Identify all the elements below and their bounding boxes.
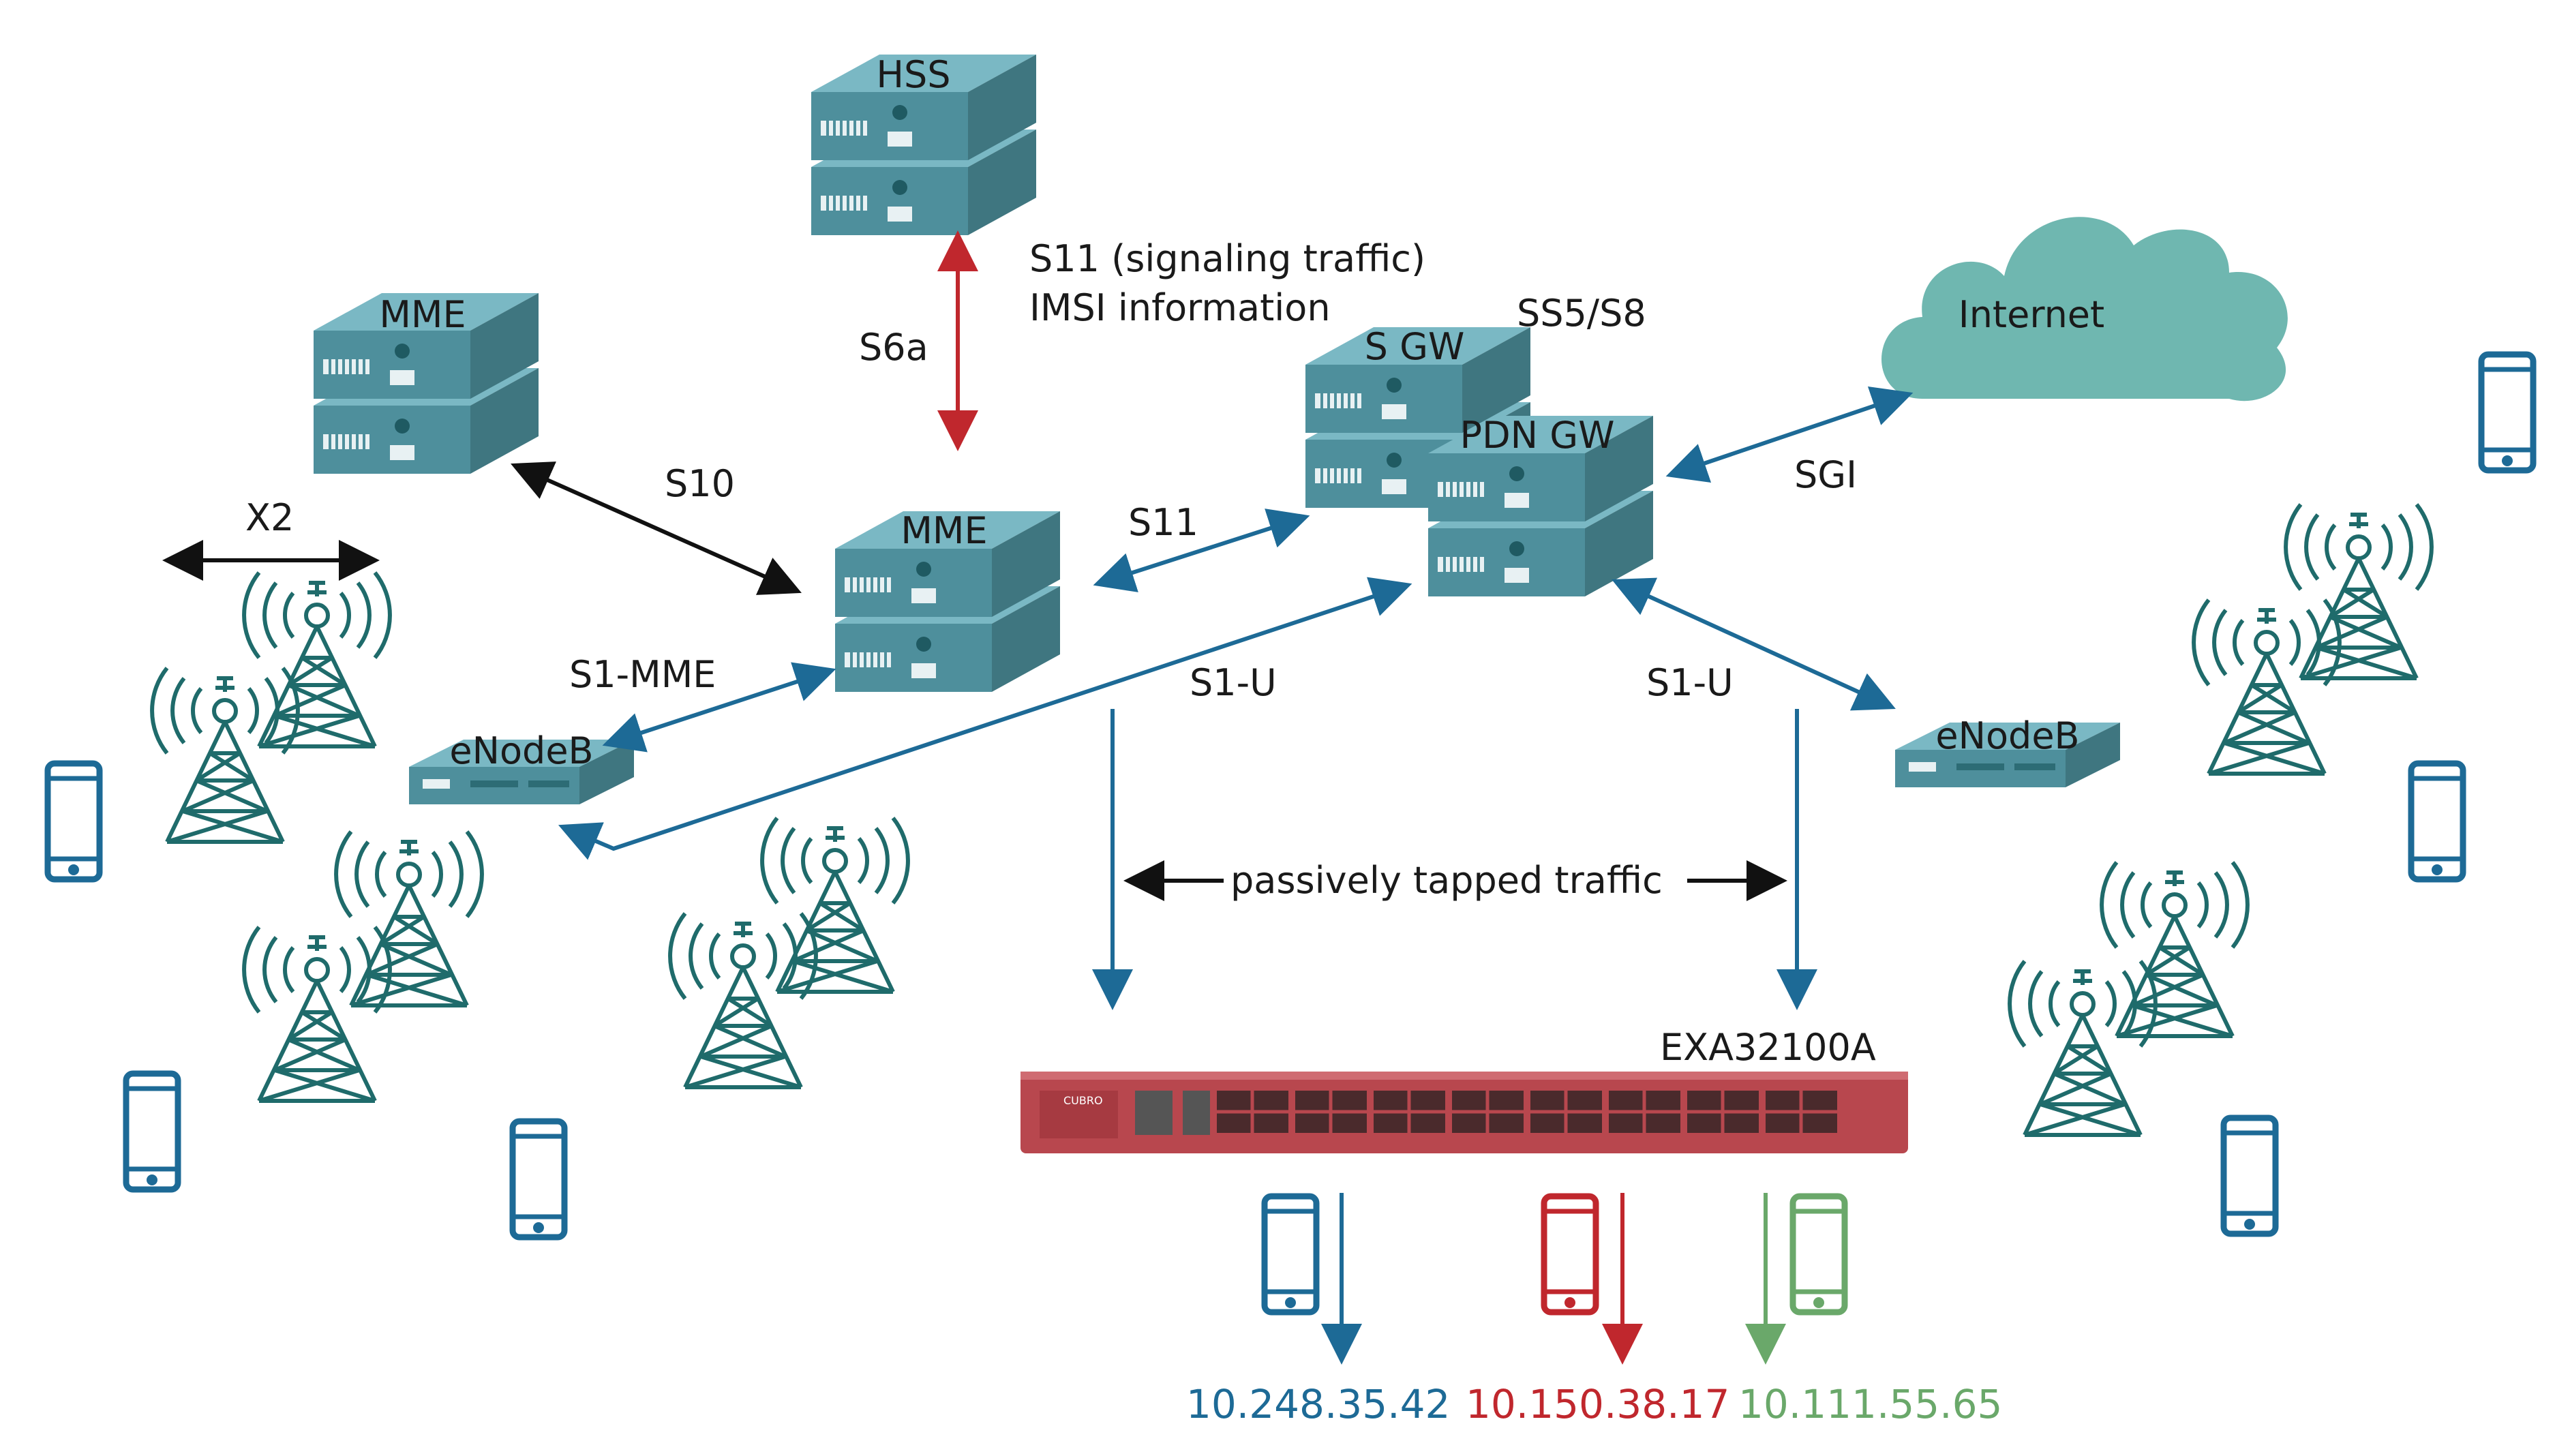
s10-arrow — [511, 461, 802, 595]
smartphone-icon — [2481, 354, 2533, 470]
pdn-gw-server: PDN GW — [1428, 414, 1653, 596]
s1-u-left-label: S1-U — [1190, 661, 1277, 704]
cell-tower-icon — [336, 832, 482, 1005]
smartphone-icon — [48, 763, 100, 879]
hss-server: HSS — [811, 53, 1036, 235]
s11-arrow — [1093, 509, 1310, 592]
smartphone-icon — [126, 1074, 178, 1189]
smartphone-icon — [2411, 763, 2463, 879]
smartphone-icon — [1793, 1196, 1845, 1312]
s1-u-right-arrow — [1612, 577, 1896, 711]
enodeb-right: eNodeB — [1895, 714, 2120, 787]
cell-tower-icon — [152, 668, 298, 842]
internet-cloud: Internet — [1881, 217, 2288, 401]
ss5-s8-label: SS5/S8 — [1517, 292, 1646, 335]
imsi-information-label: IMSI information — [1029, 286, 1331, 329]
cell-tower-icon — [2286, 504, 2432, 678]
smartphone-icon — [513, 1121, 564, 1237]
mme-center-server: MME — [835, 509, 1060, 692]
s11-label: S11 — [1128, 501, 1198, 544]
cell-tower-icon — [244, 927, 390, 1101]
s-gw-label: S GW — [1365, 325, 1465, 368]
internet-label: Internet — [1959, 293, 2104, 336]
appliance-label: EXA32100A — [1660, 1026, 1876, 1069]
cell-tower-icon — [2102, 862, 2248, 1036]
s1-mme-label: S1-MME — [569, 653, 716, 696]
cell-tower-icon — [2010, 961, 2156, 1135]
exa32100a-appliance: EXA32100A CUBRO — [1021, 1026, 1908, 1153]
cell-tower-icon — [762, 818, 908, 992]
mme-left-server: MME — [314, 293, 539, 474]
smartphone-icon — [1544, 1196, 1596, 1312]
s6a-label: S6a — [859, 326, 928, 369]
smartphone-icon — [2224, 1118, 2276, 1234]
ip-address-red: 10.150.38.17 — [1466, 1381, 1729, 1427]
hss-label: HSS — [876, 53, 950, 96]
svg-text:CUBRO: CUBRO — [1063, 1094, 1103, 1107]
enodeb-left: eNodeB — [409, 729, 634, 804]
sgi-arrow — [1665, 386, 1914, 483]
pdn-gw-label: PDN GW — [1460, 414, 1615, 457]
s11-signaling-label: S11 (signaling traffic) — [1029, 237, 1425, 280]
x2-label: X2 — [245, 496, 294, 539]
ip-address-blue: 10.248.35.42 — [1186, 1381, 1450, 1427]
ip-address-green: 10.111.55.65 — [1738, 1381, 2002, 1427]
network-appliance-icon: CUBRO — [1021, 1072, 1908, 1153]
mme-center-label: MME — [901, 509, 987, 552]
sgi-label: SGI — [1794, 453, 1857, 496]
passively-tapped-label: passively tapped traffic — [1230, 859, 1663, 902]
smartphone-icon — [1265, 1196, 1316, 1312]
cloud-icon — [1881, 217, 2288, 401]
s1-u-left-arrow — [558, 577, 1412, 860]
cell-tower-icon — [2194, 600, 2340, 774]
enodeb-left-label: eNodeB — [449, 729, 593, 772]
cell-tower-icon — [670, 913, 816, 1087]
enodeb-right-label: eNodeB — [1935, 714, 2079, 757]
s-gw-server: S GW — [1305, 325, 1530, 508]
cell-tower-icon — [244, 573, 390, 746]
mme-left-label: MME — [379, 293, 466, 336]
s10-label: S10 — [665, 462, 735, 505]
s1-u-right-label: S1-U — [1646, 661, 1734, 704]
